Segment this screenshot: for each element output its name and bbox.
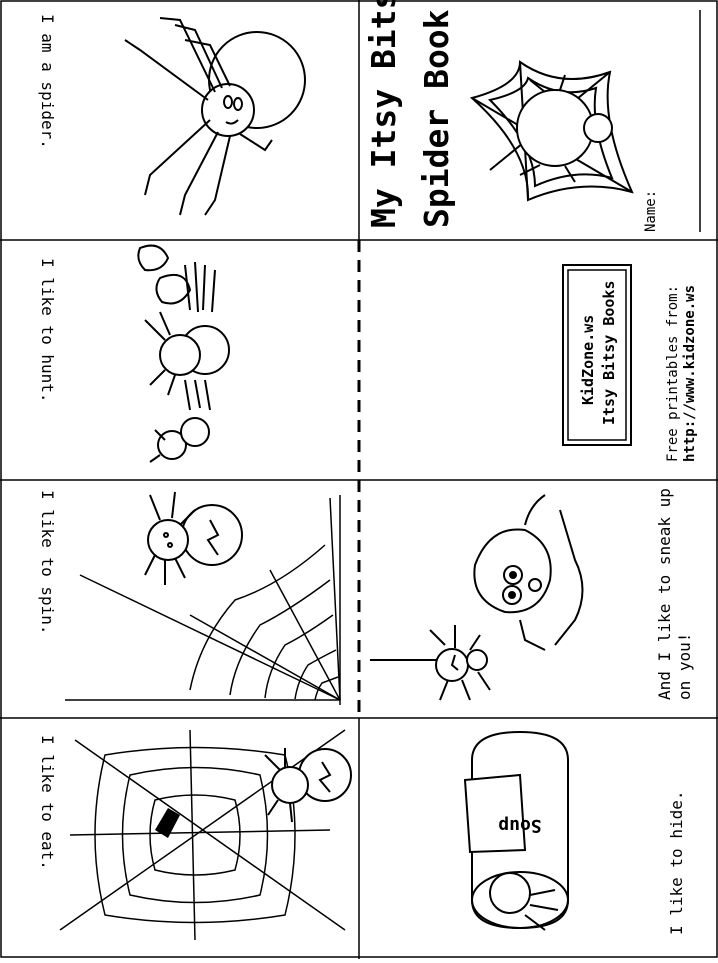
name-label: Name: — [643, 190, 659, 232]
credits-box-line2: Itsy Bitsy Books — [600, 281, 618, 426]
hunt-illustration — [137, 244, 230, 463]
credits-box-line1: KidZone.ws — [579, 315, 597, 405]
page-eat-text: I like to eat. — [38, 735, 57, 870]
page-hide: Soup I like to hide. — [463, 730, 686, 936]
book-title-line1: My Itsy Bitsy — [364, 0, 403, 228]
page-eat: I like to eat. — [38, 729, 352, 941]
page-hunt: I like to hunt. — [38, 244, 230, 463]
page-sneak-text-line1: And I like to sneak up — [655, 488, 674, 700]
soup-can-label: Soup — [498, 815, 542, 836]
credits-box-inner — [567, 269, 627, 441]
book-title-line2: Spider Book — [417, 9, 456, 228]
spin-spider — [144, 491, 243, 585]
free-printables-label: Free printables from: — [665, 285, 681, 462]
cover-web-illustration — [469, 60, 634, 202]
eat-spider — [264, 748, 352, 823]
page-spin-text: I like to spin. — [38, 490, 57, 635]
page-spin: I like to spin. — [38, 490, 341, 705]
free-printables-url: http://www.kidzone.ws — [682, 285, 698, 462]
page-hide-text: I like to hide. — [667, 791, 686, 936]
page-sneak: And I like to sneak up on you! — [370, 488, 694, 701]
page-spider-text: I am a spider. — [38, 14, 57, 149]
spin-web-illustration — [65, 495, 341, 705]
cover-page: My Itsy Bitsy Spider Book Name: — [364, 0, 701, 232]
page-spider: I am a spider. — [38, 14, 306, 216]
sneak-illustration — [370, 494, 584, 701]
credits-box-outer — [562, 264, 632, 446]
credits-page: KidZone.ws Itsy Bitsy Books Free printab… — [562, 264, 698, 462]
page-sneak-text-line2: on you! — [675, 633, 694, 700]
spider-illustration — [124, 17, 306, 216]
soup-can-illustration — [463, 730, 569, 931]
page-hunt-text: I like to hunt. — [38, 258, 57, 403]
caught-bug — [155, 808, 180, 838]
eat-web-illustration — [59, 729, 346, 941]
